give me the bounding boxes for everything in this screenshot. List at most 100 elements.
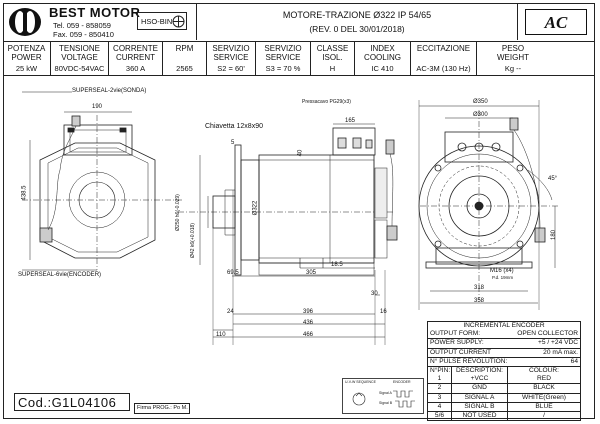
pin-pin: 2 [428, 384, 452, 393]
dim-305: 305 [306, 270, 317, 276]
encoder-spec-value: OPEN COLLECTOR [517, 330, 578, 338]
dim-322: Ø322 [252, 200, 259, 216]
certification-badge: HSO-BIN [137, 12, 187, 30]
spec-label: CLASSE ISOL. [316, 44, 349, 62]
pin-desc: SIGNAL A [452, 393, 508, 402]
ac-badge: AC [525, 9, 587, 35]
dim-180: 180 [551, 229, 558, 241]
dim-466: 466 [303, 332, 314, 338]
certification-badge-text: HSO-BIN [141, 17, 173, 26]
dim-185: 18.5 [331, 262, 343, 268]
dim-358: 358 [474, 298, 485, 304]
desc-header: DESCRIPTION: [452, 366, 508, 376]
dim-30: 30 [371, 291, 378, 297]
spec-value: 360 A [125, 64, 146, 73]
pin-desc: GND [452, 384, 508, 393]
dim-396: 396 [303, 309, 314, 315]
front-view [418, 100, 560, 310]
drawing-revision: (REV. 0 DEL 30/01/2018) [309, 24, 405, 34]
signature-label: Firma PROG.: Po M. [137, 405, 188, 411]
spec-label: SERVIZIO SERVICE [264, 44, 302, 62]
signal-b-label: Signal B [379, 401, 393, 405]
dim-350-dia: Ø350 [473, 99, 488, 105]
brand-tel: Tel. 059 - 858059 [53, 21, 111, 30]
superseal-encoder-label: SUPERSEAL-6vie(ENCODER) [18, 272, 102, 278]
pin-col: BLUE [535, 402, 553, 410]
dim-165: 165 [345, 118, 356, 124]
waveform-icon [352, 390, 415, 408]
dim-190: 190 [92, 104, 103, 110]
signal-diagram: U-V-W SEQUENCE ENCODER Signal A Signal B [342, 378, 424, 414]
encoder-spec-key: OUTPUT CURRENT [430, 348, 492, 356]
pin-col: WHITE(Green) [522, 393, 566, 401]
pin-pin: 5/6 [428, 411, 452, 421]
dim-250: Ø250 h6(-0.029) [174, 194, 181, 231]
title-block: BEST MOTOR Tel. 059 - 858059 Fax. 059 - … [3, 3, 595, 42]
encoder-spec-row: OUTPUT FORM:OPEN COLLECTOR [428, 330, 580, 338]
pin-desc: +VCC [452, 375, 508, 384]
dim-438: 438.5 [21, 185, 28, 201]
spec-cell: CLASSE ISOL. H [311, 42, 355, 76]
pin-header: N°PIN: [430, 366, 452, 376]
signal-a-label: Signal A [379, 391, 392, 395]
encoder-title: INCREMENTAL ENCODER [463, 322, 545, 329]
drawing-frame [3, 3, 595, 419]
sequence-label: U-V-W SEQUENCE [345, 380, 376, 384]
side-view [178, 123, 398, 345]
dim-110: 110 [216, 332, 226, 338]
spec-value: 25 kW [15, 64, 38, 73]
dim-45-deg: 45° [548, 176, 558, 182]
brand-name: BEST MOTOR [49, 5, 141, 20]
header-divider [517, 3, 518, 40]
dim-300-dia: Ø300 [473, 112, 488, 118]
pin-desc: NOT USED [452, 411, 508, 421]
spec-cell: SERVIZIO SERVICE S3 = 70 % [256, 42, 311, 76]
spec-label: PESO WEIGHT [497, 44, 529, 62]
dim-16: 16 [380, 309, 387, 315]
encoder-spec-value: +5 / +24 VDC [538, 339, 578, 347]
pin-pin: 1 [428, 375, 452, 384]
brand-fax: Fax. 059 - 850410 [53, 30, 114, 39]
spec-cell: RPM 2565 [163, 42, 207, 76]
encoder-spec-row: POWER SUPPLY: +5 / +24 VDC [428, 338, 580, 347]
spec-value: 2565 [176, 64, 193, 73]
spec-label: SERVIZIO SERVICE [212, 44, 250, 62]
dim-40: 40 [297, 149, 304, 157]
spec-cell: SERVIZIO SERVICE S2 = 60' [207, 42, 256, 76]
code-box: Cod.:G1L04106 [14, 393, 130, 411]
spec-label: ECCITAZIONE [416, 44, 471, 53]
cert-circle-icon [172, 15, 185, 28]
spec-label: INDEX COOLING [364, 44, 401, 62]
spec-value: S3 = 70 % [265, 64, 301, 73]
m16-label: M16 (x4) [490, 268, 514, 274]
header-divider [196, 3, 197, 40]
spec-value: S2 = 60' [217, 64, 245, 73]
pin-desc: SIGNAL B [452, 402, 508, 411]
encoder-title-row: INCREMENTAL ENCODER [428, 322, 580, 330]
pin-col: BLACK [533, 384, 555, 392]
spec-value: H [329, 64, 336, 73]
drawing-title: MOTORE-TRAZIONE Ø322 IP 54/65 [282, 10, 432, 20]
spec-label: RPM [175, 44, 194, 53]
dim-42: Ø42 k6(+0.018) [189, 223, 196, 258]
pin-pin: 3 [428, 393, 452, 402]
spec-label: CORRENTE CURRENT [113, 44, 158, 62]
spec-cell: CORRENTE CURRENT 360 A [109, 42, 163, 76]
dim-318: 318 [474, 285, 485, 291]
drawing-code: Cod.:G1L04106 [18, 395, 117, 410]
superseal-sonda-label: SUPERSEAL-2vie(SONDA) [72, 88, 147, 94]
encoder-spec-key: POWER SUPPLY: [430, 339, 484, 347]
pressacavo-label: Pressacavo PG29(x3) [302, 99, 351, 105]
colour-header: COLOUR: [528, 366, 560, 374]
rear-view [22, 91, 182, 271]
